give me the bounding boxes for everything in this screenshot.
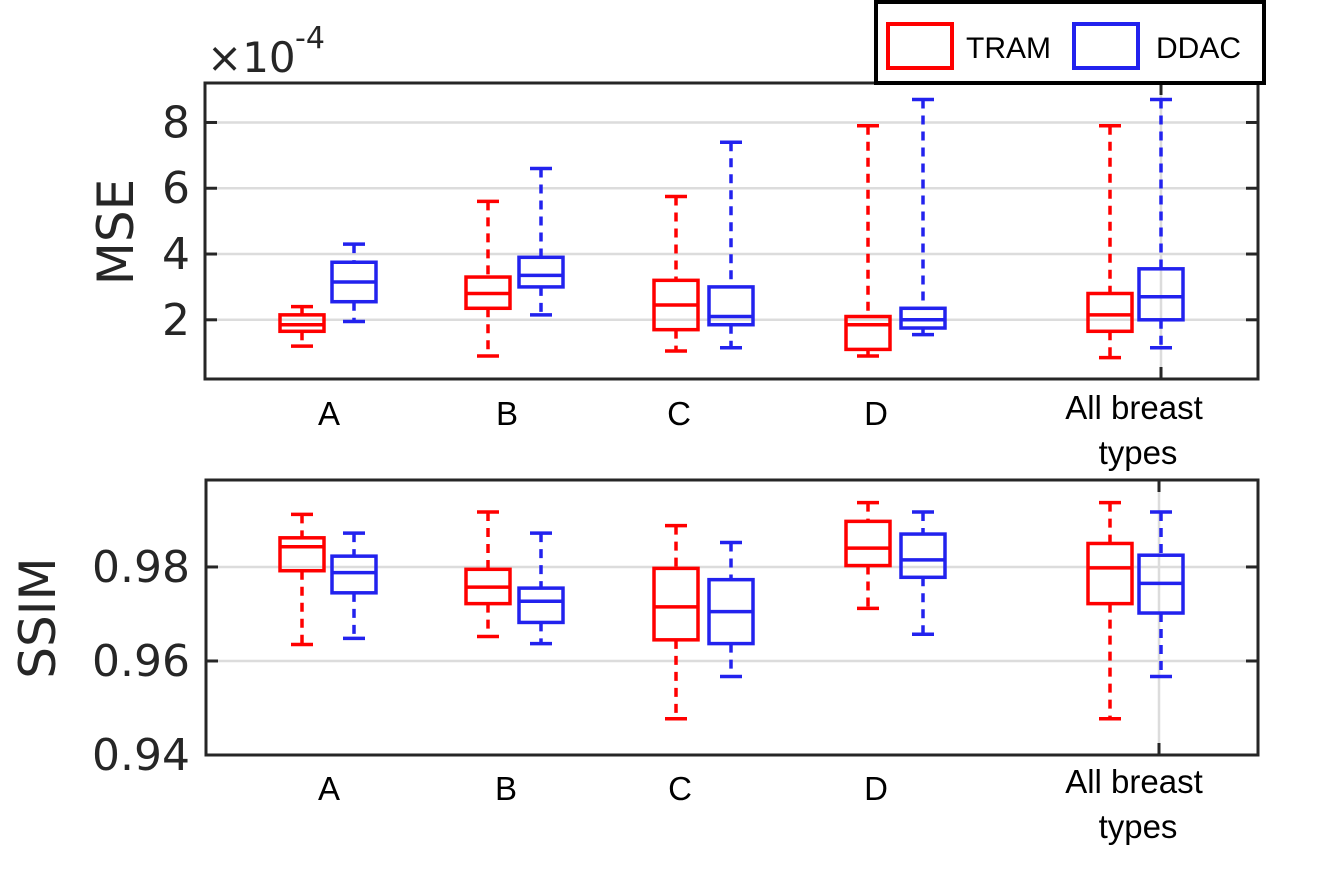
ssim-tram-box-3-iqr-box: [652, 566, 700, 642]
ssim-y-tick-label: 0.94: [92, 730, 190, 781]
mse-ddac-box-5-iqr-box: [1137, 267, 1185, 322]
legend-swatch-tram: [886, 22, 954, 70]
ssim-ddac-box-2: [517, 531, 565, 646]
mse-tram-box-5: [1086, 124, 1134, 360]
ssim-category-label-all-line1: All breast: [1065, 763, 1203, 800]
ssim-tram-box-1: [278, 512, 326, 647]
mse-axes-frame: [203, 81, 1260, 381]
ssim-ddac-box-5: [1137, 510, 1185, 679]
mse-category-label-b: B: [496, 395, 518, 432]
ssim-ddac-box-4-iqr-box: [899, 532, 947, 580]
ssim-ddac-box-1-iqr-box: [330, 554, 378, 595]
mse-tram-box-5-iqr-box: [1086, 291, 1134, 334]
mse-exponent-power: -4: [295, 21, 325, 56]
mse-ddac-box-1: [330, 242, 378, 324]
ssim-y-tick-label: 0.98: [92, 542, 190, 593]
mse-tram-box-3: [652, 194, 700, 353]
mse-category-label-a: A: [318, 395, 340, 432]
legend-label-tram: TRAM: [966, 32, 1051, 65]
mse-ddac-box-2-iqr-box: [517, 255, 565, 289]
legend-label-ddac: DDAC: [1156, 32, 1241, 65]
mse-category-label-d: D: [864, 395, 888, 432]
mse-category-label-all-line1: All breast: [1065, 389, 1203, 426]
mse-exponent-base: ×10: [207, 33, 296, 82]
mse-category-label-all-line2: types: [1099, 434, 1178, 471]
ssim-ddac-box-2-iqr-box: [517, 586, 565, 625]
ssim-category-label-all-line2: types: [1099, 808, 1178, 845]
ssim-tram-box-1-iqr-box: [278, 536, 326, 573]
ssim-ddac-box-1: [330, 531, 378, 641]
mse-ddac-box-4: [899, 97, 947, 337]
ssim-category-label-a: A: [318, 770, 340, 807]
mse-ddac-box-2: [517, 166, 565, 317]
mse-tram-box-2: [464, 199, 512, 358]
mse-category-label-c: C: [667, 395, 691, 432]
mse-ddac-box-3-iqr-box: [707, 285, 755, 327]
ssim-tram-box-3: [652, 523, 700, 721]
ssim-tram-box-5: [1086, 500, 1134, 721]
ssim-ddac-box-4: [899, 510, 947, 636]
mse-panel: 2 4 6 8: [162, 81, 1260, 381]
mse-y-tick-label: 2: [162, 295, 190, 346]
mse-y-tick-label: 4: [162, 229, 190, 280]
ssim-ddac-box-3: [707, 540, 755, 679]
ssim-y-axis-label: SSIM: [9, 557, 67, 678]
mse-tram-box-1: [278, 304, 326, 348]
ssim-category-label-c: C: [668, 770, 692, 807]
ssim-axes-frame: [204, 478, 1260, 757]
mse-ddac-box-5: [1137, 97, 1185, 350]
mse-y-tick-label: 8: [162, 97, 190, 148]
ssim-tram-box-5-iqr-box: [1086, 541, 1134, 606]
ssim-tram-box-2: [464, 510, 512, 639]
legend-swatch-ddac: [1072, 22, 1140, 70]
ssim-tram-box-4: [844, 500, 892, 611]
mse-y-axis-label: MSE: [87, 179, 145, 285]
ssim-category-label-d: D: [864, 770, 888, 807]
ssim-category-label-b: B: [495, 770, 517, 807]
ssim-y-tick-label: 0.96: [92, 636, 190, 687]
ssim-panel: 0.94 0.96 0.98: [92, 478, 1260, 781]
mse-y-tick-label: 6: [162, 163, 190, 214]
mse-tram-box-4-iqr-box: [844, 314, 892, 352]
ssim-tram-box-4-iqr-box: [844, 519, 892, 568]
mse-tram-box-4: [844, 124, 892, 358]
legend: TRAM DDAC: [874, 0, 1266, 85]
mse-ddac-box-3: [707, 140, 755, 350]
